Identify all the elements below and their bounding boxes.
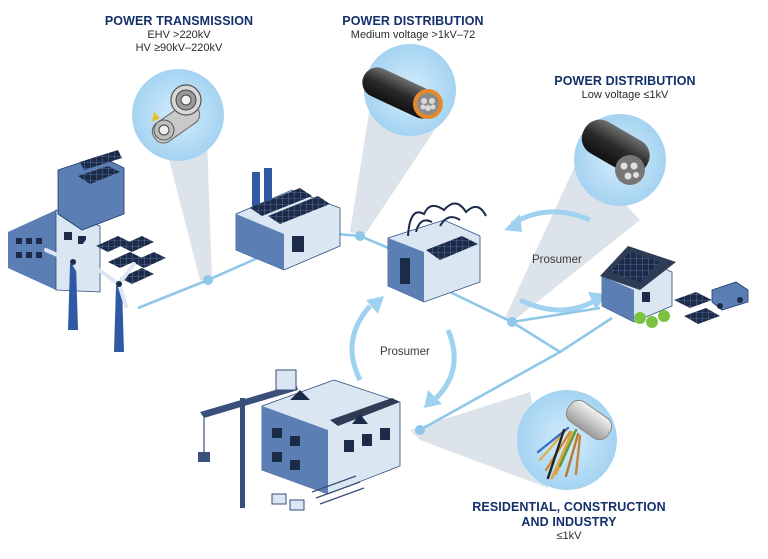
node-transmission — [203, 275, 213, 285]
voltage-low: Low voltage ≤1kV — [581, 88, 669, 101]
mv-cable-icon — [362, 44, 456, 136]
title-residential-line1: RESIDENTIAL, CONSTRUCTION — [472, 500, 666, 514]
beam-residential — [410, 392, 548, 488]
label-power-distribution-medium: POWER DISTRIBUTION Medium voltage >1kV–7… — [338, 14, 488, 42]
voltage-hv: HV ≥90kV–220kV — [135, 41, 223, 54]
arrow-head-left-bottom — [424, 390, 442, 408]
label-residential-construction-industry: RESIDENTIAL, CONSTRUCTION AND INDUSTRY ≤… — [462, 500, 676, 542]
line-house-to-industry — [419, 350, 561, 432]
voltage-residential: ≤1kV — [556, 529, 582, 542]
prosumer-arrows — [349, 209, 606, 408]
construction-site-icon — [198, 369, 401, 511]
node-medium-voltage — [355, 231, 365, 241]
node-low-voltage — [507, 317, 517, 327]
wind-turbine-icon — [44, 238, 136, 352]
arrow-head-left-top — [366, 296, 384, 314]
car-icon — [674, 281, 749, 324]
title-power-transmission: POWER TRANSMISSION — [104, 14, 254, 28]
solar-panel-icon — [96, 236, 166, 284]
factory-icon — [235, 168, 341, 271]
arrow-left-cycle-right — [430, 329, 457, 404]
label-power-distribution-low: POWER DISTRIBUTION Low voltage ≤1kV — [550, 74, 700, 102]
arrow-right-cycle-bottom — [518, 297, 598, 313]
line-substation-to-node — [449, 290, 513, 324]
wire-bundle-icon — [517, 390, 617, 490]
title-residential-line2: AND INDUSTRY — [521, 514, 617, 529]
line-node-to-house — [511, 316, 613, 354]
line-node-to-house-2 — [511, 306, 601, 324]
prosumer-label-right: Prosumer — [532, 254, 582, 266]
lv-cable-icon — [574, 114, 666, 206]
node-residential — [415, 425, 425, 435]
voltage-medium: Medium voltage >1kV–72 — [350, 28, 476, 41]
power-plant-icon — [8, 150, 166, 293]
title-power-distribution-low: POWER DISTRIBUTION — [554, 74, 696, 88]
voltage-ehv: EHV >220kV — [147, 28, 211, 41]
arrow-left-cycle-left — [349, 304, 372, 382]
hv-cable-icon — [132, 69, 224, 161]
arrow-head-right-bottom — [588, 292, 606, 310]
prosumer-label-left: Prosumer — [380, 346, 430, 358]
substation-icon — [387, 202, 487, 303]
title-power-distribution-medium: POWER DISTRIBUTION — [342, 14, 484, 28]
network-nodes — [203, 231, 517, 435]
label-power-transmission: POWER TRANSMISSION EHV >220kV HV ≥90kV–2… — [104, 14, 254, 55]
house-icon — [600, 246, 676, 328]
arrow-head-right-top — [504, 214, 522, 232]
